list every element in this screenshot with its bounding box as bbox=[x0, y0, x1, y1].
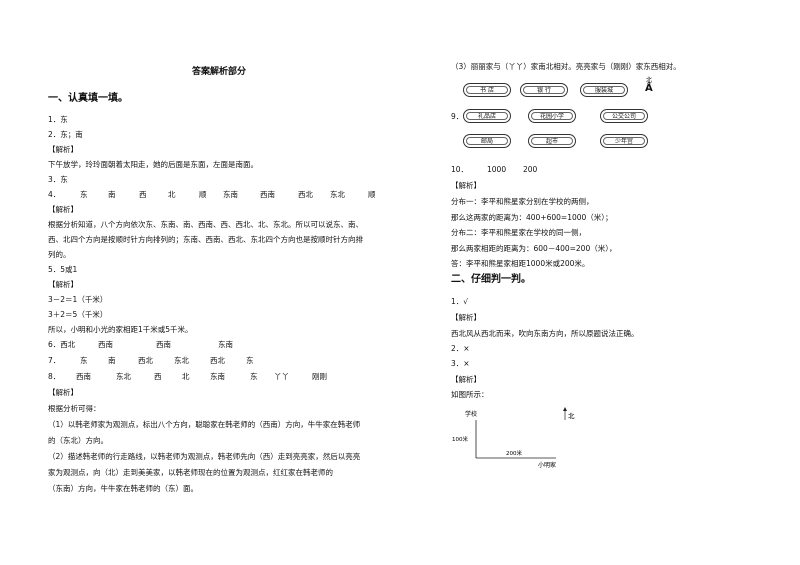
answer-4-item: 西 bbox=[139, 190, 147, 199]
analysis-text: （2）描述韩老师的行走路线，以韩老师为观测点，韩老师先向（西）走到亮亮家，然后以… bbox=[48, 452, 361, 461]
analysis-text: （1）以韩老师家为观测点，标出八个方向，聪聪家在韩老师的（西南）方向，牛牛家在韩… bbox=[48, 420, 361, 429]
home-label: 小明家 bbox=[538, 461, 556, 469]
answer-4-item: 东南 bbox=[223, 190, 238, 199]
answer-6-item: 西南 bbox=[156, 340, 171, 349]
north-arrow-icon bbox=[563, 407, 567, 411]
analysis-label: 【解析】 bbox=[451, 375, 481, 384]
answer-4-item: 顺 bbox=[199, 190, 207, 199]
answer-8-item: 丫丫 bbox=[274, 372, 289, 381]
analysis-text: 根据分析知道，八个方向依次东、东南、南、西南、西、西北、北、东北。所以可以说东、… bbox=[48, 220, 363, 229]
answer-8-item: 刚刚 bbox=[312, 372, 327, 381]
answer-7-item: 东 bbox=[80, 356, 88, 365]
answer-8-part3: （3）丽丽家与（丫丫）家南北相对。亮亮家与（刚刚）家东西相对。 bbox=[451, 62, 681, 71]
answer-8-item: 东北 bbox=[116, 372, 131, 381]
analysis-label: 【解析】 bbox=[48, 388, 78, 397]
answer-8-item: 东 bbox=[250, 372, 258, 381]
analysis-text: 列的。 bbox=[48, 250, 71, 259]
place-bank: 银 行 bbox=[520, 83, 568, 97]
page-title: 答案解析部分 bbox=[192, 67, 247, 77]
analysis-text: 根据分析可得： bbox=[48, 404, 101, 413]
distance-200m-label: 200米 bbox=[506, 449, 522, 457]
analysis-text: 的（东北）方向。 bbox=[48, 436, 108, 445]
analysis-text: 家为观测点，向（北）走到美美家，以韩老师现在的位置为观测点，红红家在韩老师的 bbox=[48, 468, 333, 477]
place-supermarket: 超市 bbox=[528, 134, 576, 148]
analysis-text: 答：李平和熊星家相距1000米或200米。 bbox=[451, 259, 590, 268]
answer-6-item: 6．西北 bbox=[48, 340, 76, 349]
answer-4-item: 西北 bbox=[298, 190, 313, 199]
analysis-text: （东南）方向，牛牛家在韩老师的（东）面。 bbox=[48, 484, 198, 493]
answer-6-item: 西南 bbox=[98, 340, 113, 349]
answer-8-item: 东南 bbox=[210, 372, 225, 381]
judge-answer-3: 3．× bbox=[451, 359, 470, 368]
analysis-text: 西、北四个方向是按顺时针方向排列的；东南、西南、西北、东北四个方向也是按顺时针方… bbox=[48, 235, 363, 244]
section-heading-judge: 二、仔细判一判。 bbox=[451, 274, 531, 285]
answer-7-item: 东北 bbox=[174, 356, 189, 365]
analysis-text: 分布一：李平和熊星家分别在学校的两侧， bbox=[451, 197, 594, 206]
answer-7-item: 东 bbox=[246, 356, 254, 365]
answer-9-num: 9． bbox=[451, 112, 464, 121]
answer-6-item: 东南 bbox=[218, 340, 233, 349]
answer-7-item: 西北 bbox=[138, 356, 153, 365]
answer-7-item: 南 bbox=[108, 356, 116, 365]
judge-answer-2: 2．× bbox=[451, 344, 470, 353]
analysis-text: 所以，小明和小光的家相距1千米或5千米。 bbox=[48, 325, 193, 334]
answer-4-item: 西南 bbox=[260, 190, 275, 199]
analysis-label: 【解析】 bbox=[451, 181, 481, 190]
answer-1: 1．东 bbox=[48, 115, 68, 124]
place-garden-school: 花园小学 bbox=[528, 109, 576, 123]
answer-10-num: 10． bbox=[451, 165, 469, 174]
answer-2: 2．东；南 bbox=[48, 130, 83, 139]
answer-8-item: 北 bbox=[182, 372, 190, 381]
answer-7-item: 西北 bbox=[210, 356, 225, 365]
analysis-label: 【解析】 bbox=[48, 145, 78, 154]
analysis-text: 西北风从西北而来，吹向东南方向，所以原题说法正确。 bbox=[451, 329, 639, 338]
distance-100m-label: 100米 bbox=[452, 435, 468, 443]
analysis-label: 【解析】 bbox=[48, 205, 78, 214]
answer-4-num: 4． bbox=[48, 190, 61, 199]
answer-7-num: 7． bbox=[48, 356, 61, 365]
school-label: 学校 bbox=[465, 410, 477, 418]
place-clothing-city: 服装城 bbox=[580, 83, 628, 97]
answer-8-item: 西南 bbox=[76, 372, 91, 381]
route-diagram: 学校 北 100米 200米 小明家 bbox=[452, 407, 575, 469]
north-label: 北 bbox=[646, 77, 653, 84]
answer-8-item: 西 bbox=[154, 372, 162, 381]
north-label: 北 bbox=[568, 412, 575, 420]
analysis-text: 那么这两家的距离为：400+600=1000（米）； bbox=[451, 213, 613, 222]
answer-10-item: 1000 bbox=[487, 165, 507, 174]
place-post-office: 邮局 bbox=[463, 134, 511, 148]
answer-4-item: 北 bbox=[168, 190, 176, 199]
section-heading-fill: 一、认真填一填。 bbox=[48, 93, 128, 104]
analysis-text: 那么两家相距的距离为：600－400=200（米）， bbox=[451, 244, 617, 253]
north-arrow-icon: Å bbox=[645, 83, 653, 94]
answer-4-item: 南 bbox=[108, 190, 116, 199]
analysis-text: 如图所示： bbox=[451, 390, 489, 399]
calc-line: 3＋2＝5（千米） bbox=[48, 310, 108, 319]
answer-4-item: 顺 bbox=[368, 190, 376, 199]
place-gift-shop: 礼品店 bbox=[463, 109, 511, 123]
judge-answer-1: 1．√ bbox=[451, 297, 469, 306]
place-youth-palace: 少年宫 bbox=[600, 134, 648, 148]
analysis-text: 分布二：李平和熊星家在学校的同一侧， bbox=[451, 228, 586, 237]
analysis-label: 【解析】 bbox=[451, 313, 481, 322]
answer-8-num: 8． bbox=[48, 372, 61, 381]
analysis-text: 下午放学，玲玲面朝着太阳走，她的后面是东面，左面是南面。 bbox=[48, 160, 258, 169]
place-bus-company: 公交公司 bbox=[600, 109, 648, 123]
answer-3: 3．东 bbox=[48, 175, 68, 184]
analysis-label: 【解析】 bbox=[48, 280, 78, 289]
calc-line: 3－2＝1（千米） bbox=[48, 295, 108, 304]
answer-5: 5．5或1 bbox=[48, 265, 78, 274]
answer-4-item: 东北 bbox=[330, 190, 345, 199]
place-bookstore: 书 店 bbox=[463, 83, 511, 97]
answer-10-item: 200 bbox=[523, 165, 538, 174]
answer-4-item: 东 bbox=[80, 190, 88, 199]
